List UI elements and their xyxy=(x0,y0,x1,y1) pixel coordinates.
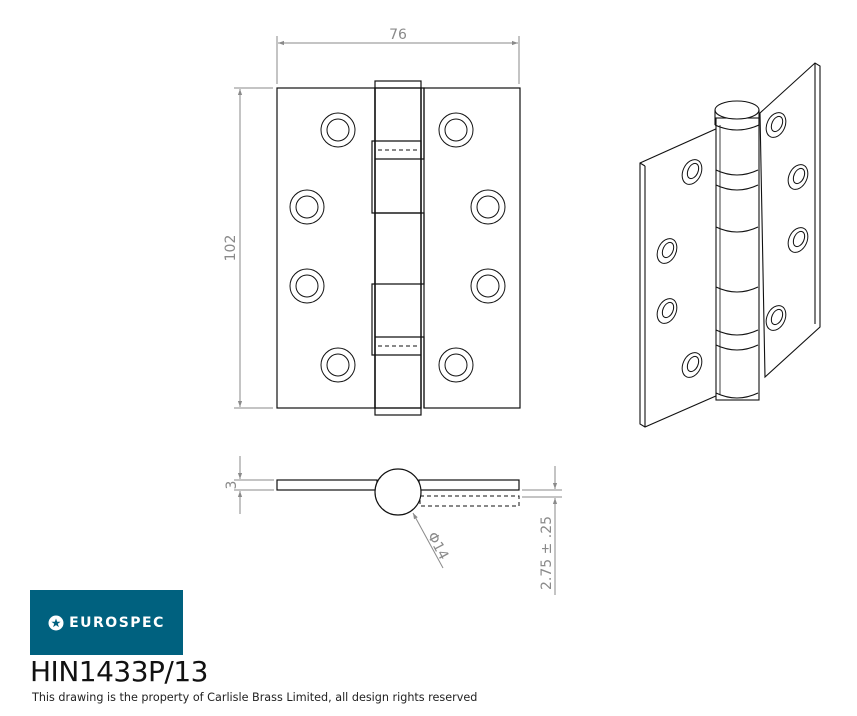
height-dimension xyxy=(234,87,273,409)
gap-dimension-label: 2.75 ± .25 xyxy=(539,516,555,590)
diameter-dimension-label: Φ14 xyxy=(424,530,452,563)
thickness-dimension xyxy=(234,456,274,514)
height-dimension-label: 102 xyxy=(223,235,239,262)
screw-holes-right xyxy=(438,112,506,383)
screw-holes-left xyxy=(289,112,356,383)
star-globe-icon xyxy=(48,615,64,630)
isometric-screw-holes-right xyxy=(765,112,809,331)
isometric-view xyxy=(639,62,821,428)
brand-name: EUROSPEC xyxy=(69,614,165,631)
end-view xyxy=(276,468,520,516)
front-view xyxy=(276,80,521,416)
left-leaf xyxy=(276,87,376,409)
eurospec-logo: EUROSPEC xyxy=(30,590,183,655)
gap-dimension xyxy=(522,466,562,595)
part-number: HIN1433P/13 xyxy=(30,655,208,688)
width-dimension xyxy=(276,36,520,84)
knuckle-barrel xyxy=(371,80,425,416)
end-view-right-leaf xyxy=(418,479,520,491)
width-dimension-label: 76 xyxy=(389,27,407,43)
end-view-knuckle xyxy=(374,468,422,516)
copyright-notice: This drawing is the property of Carlisle… xyxy=(32,691,478,704)
diameter-leader xyxy=(412,512,444,569)
isometric-screw-holes-left xyxy=(656,159,703,378)
end-view-hidden-leaf xyxy=(419,495,520,507)
end-view-left-leaf xyxy=(276,479,378,491)
thickness-dimension-label: 3 xyxy=(224,481,240,490)
